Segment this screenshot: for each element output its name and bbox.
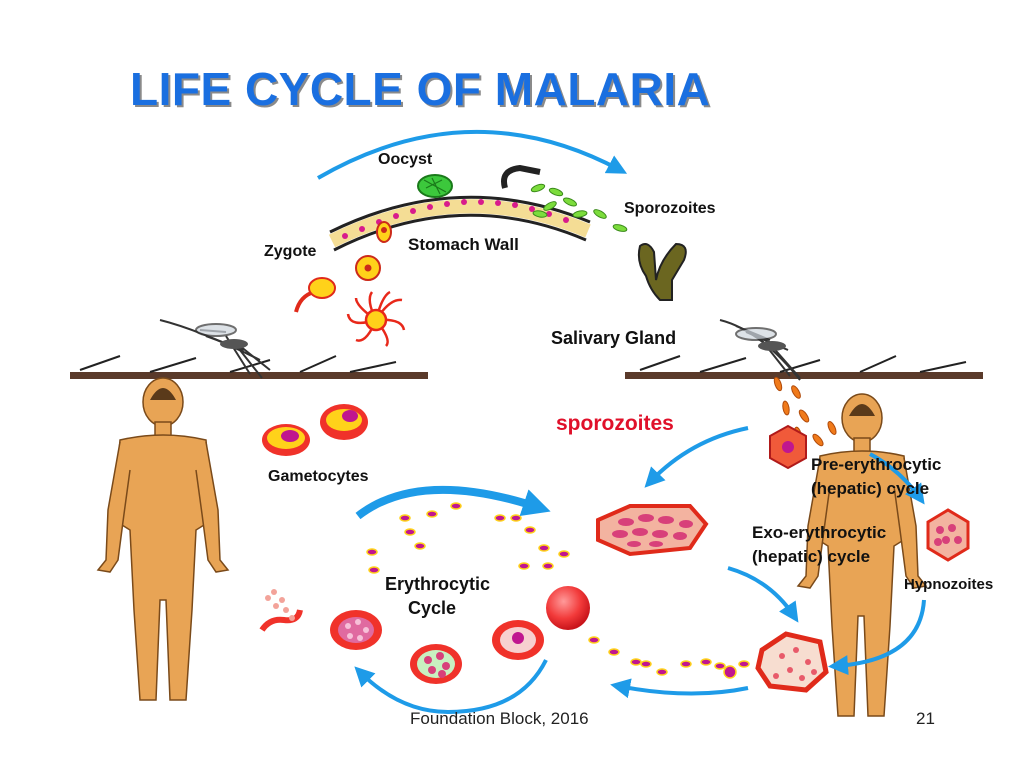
footer-source: Foundation Block, 2016 [410, 709, 589, 728]
hypnozoite-cell [926, 508, 970, 562]
rbc-trophozoite [492, 620, 544, 660]
label-gametocytes: Gametocytes [268, 468, 369, 485]
arrow-to-liver [644, 426, 749, 488]
page-number: 21 [916, 709, 935, 728]
label-pre-erythrocytic-line2: (hepatic) cycle [811, 479, 930, 498]
arrow-gametocytes [355, 485, 551, 520]
label-salivary-gland: Salivary Gland [551, 328, 677, 348]
label-hypnozoites: Hypnozoites [904, 576, 994, 593]
stomach-wall [328, 195, 591, 252]
hepatocyte-pre [769, 424, 807, 470]
label-erythrocytic-line2: Cycle [408, 598, 457, 618]
label-sporozoites-top: Sporozoites [624, 200, 716, 217]
rbc-schizont-2 [410, 644, 462, 684]
label-oocyst: Oocyst [378, 151, 433, 168]
exflagellating-gametocyte [346, 290, 406, 347]
red-blood-cell [546, 586, 590, 630]
label-sporozoites-red: sporozoites [556, 412, 674, 435]
arrow-blood-cycle-bottom [354, 659, 548, 715]
mosquito-right [719, 319, 801, 381]
label-pre-erythrocytic-line1: Pre-erythrocytic [811, 455, 942, 474]
arrow-liver-to-rupture [727, 566, 799, 623]
skin-surface-right [625, 355, 983, 379]
gametocyte-cells [262, 404, 368, 456]
human-figure-right [796, 393, 928, 717]
merozoites [366, 502, 750, 679]
label-exo-erythrocytic-line1: Exo-erythrocytic [752, 523, 887, 542]
zygote-stages [294, 221, 392, 313]
rbc-rupturing [259, 589, 303, 632]
label-exo-erythrocytic-line2: (hepatic) cycle [752, 547, 871, 566]
green-sporozoites [530, 183, 628, 232]
mosquito-cycle-arrow [316, 129, 628, 180]
salivary-gland [637, 242, 687, 301]
arrow-hypnozoite-return [828, 599, 926, 676]
arrow-hypnozoite-loop [869, 452, 925, 505]
hepatocyte-infected [596, 504, 709, 557]
label-erythrocytic-line1: Erythrocytic [385, 574, 491, 594]
skin-surface-left [70, 355, 428, 379]
mosquito-left [159, 319, 271, 379]
page-title: LIFE CYCLE OF MALARIA [130, 63, 711, 115]
arrow-rupture-to-blood [610, 678, 749, 699]
proboscis-curl [501, 164, 541, 189]
hepatocyte-rupturing [755, 631, 829, 693]
label-zygote: Zygote [264, 243, 317, 260]
rbc-schizont-1 [330, 610, 382, 650]
label-stomach-wall: Stomach Wall [408, 235, 519, 254]
human-figure-left [96, 377, 230, 701]
